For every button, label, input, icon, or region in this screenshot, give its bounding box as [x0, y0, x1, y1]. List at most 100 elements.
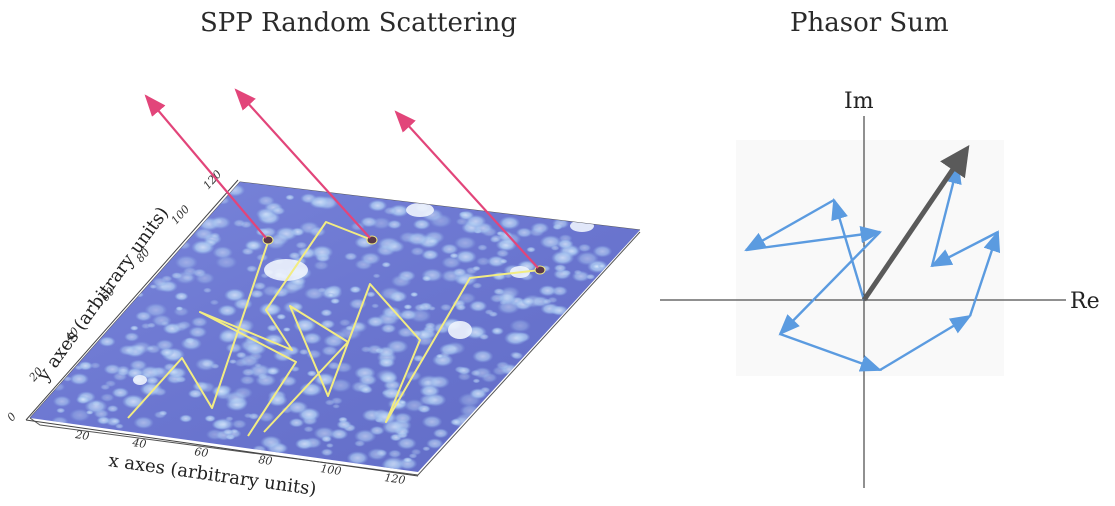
surface-grain: [414, 303, 427, 312]
surface-grain: [332, 403, 341, 409]
surface-grain: [358, 374, 378, 386]
surface-grain: [526, 246, 536, 253]
surface-grain: [244, 341, 267, 356]
surface-grain: [509, 351, 521, 359]
surface-grain: [262, 285, 281, 297]
surface-grain: [369, 425, 385, 436]
surface-grain: [204, 415, 216, 422]
phasor-arrow: [744, 198, 835, 252]
surface-grain: [310, 245, 334, 260]
surface-grain: [299, 382, 323, 397]
surface-grain: [530, 222, 550, 234]
surface-grain: [209, 216, 231, 230]
phasor-arrow: [968, 229, 1001, 317]
surface-grain: [194, 227, 214, 241]
surface-grain: [129, 325, 139, 331]
surface-grain: [406, 232, 429, 246]
surface-plane: [30, 182, 640, 472]
surface-grain: [427, 237, 439, 245]
x-tick-label: 40: [131, 436, 148, 451]
surface-grain: [410, 246, 425, 256]
surface-grain: [326, 292, 335, 298]
surface-grain: [195, 272, 215, 285]
surface-grain: [495, 361, 510, 370]
surface-grain: [496, 289, 518, 302]
phasor-chain-1: [744, 161, 1001, 372]
surface-grain: [472, 378, 481, 384]
surface-grain: [359, 385, 373, 394]
surface-grain: [144, 303, 168, 318]
surface-grain: [295, 241, 308, 249]
surface-grain: [98, 336, 116, 347]
surface-grain: [360, 216, 378, 228]
surface-grain: [246, 265, 258, 273]
outgoing-ray-3: [394, 110, 539, 269]
surface-grain: [238, 354, 260, 368]
surface-grain: [360, 346, 372, 353]
surface-grain: [286, 400, 309, 414]
surface-grain: [285, 194, 295, 201]
surface-grain: [455, 304, 467, 311]
surface-grain: [551, 305, 569, 316]
surface-grain: [371, 303, 380, 309]
surface-grain: [152, 277, 168, 287]
surface-grain: [481, 372, 498, 383]
surface-grain: [266, 324, 279, 332]
surface-grain: [231, 419, 247, 429]
surface-grain: [553, 264, 567, 273]
surface-grain: [279, 375, 298, 387]
surface-grain: [484, 309, 494, 315]
surface-grain: [233, 386, 253, 399]
surface-grain: [465, 214, 487, 228]
surface-grain: [77, 361, 93, 371]
outgoing-rays: [144, 88, 539, 269]
surface-grain: [241, 368, 255, 377]
surface-grain: [320, 309, 333, 317]
surface-grain: [56, 407, 66, 414]
scattering-path-1: [127, 241, 269, 419]
surface-grain: [390, 274, 412, 288]
surface-grain: [452, 267, 468, 277]
surface-grain: [509, 319, 531, 333]
surface-grain: [383, 456, 405, 470]
surface-grain: [180, 337, 202, 351]
surface-grain: [191, 316, 208, 328]
surface-grain: [302, 332, 322, 345]
surface-grain: [179, 414, 193, 423]
surface-grain: [115, 423, 124, 429]
surface-grain: [336, 419, 352, 430]
surface-grain: [298, 348, 309, 356]
surface-grain: [457, 366, 471, 375]
surface-grain: [306, 370, 318, 377]
surface-grain: [457, 372, 472, 381]
surface-grain: [382, 419, 406, 435]
surface-grain: [597, 263, 607, 269]
surface-grain: [325, 443, 334, 448]
surface-grain: [440, 243, 459, 255]
surface-grain: [225, 342, 243, 354]
surface-grain: [253, 281, 267, 291]
surface-grain: [450, 418, 462, 426]
surface-grain: [585, 273, 596, 280]
surface-grain: [313, 260, 329, 271]
surface-grain: [116, 365, 130, 374]
outgoing-ray-2: [234, 88, 371, 239]
surface-grain: [308, 195, 331, 209]
surface-grain: [96, 416, 111, 425]
surface-grain: [556, 238, 574, 250]
surface-grain: [321, 435, 332, 443]
surface-grain: [387, 219, 402, 230]
surface-grain: [213, 418, 234, 431]
surface-grain: [172, 321, 189, 332]
phasor-arrow: [879, 314, 972, 372]
surface-plot: [25, 179, 641, 477]
surface-grain: [402, 457, 413, 464]
surface-grain: [321, 345, 339, 356]
surface-grain: [174, 292, 189, 301]
phasor-diagram: Re Im: [660, 89, 1100, 488]
phasor-background: [736, 140, 1004, 376]
surface-grain: [439, 303, 452, 312]
scattering-path-3: [263, 269, 541, 433]
spp-scattering-title: SPP Random Scattering: [200, 8, 517, 38]
surface-grain: [360, 252, 381, 265]
